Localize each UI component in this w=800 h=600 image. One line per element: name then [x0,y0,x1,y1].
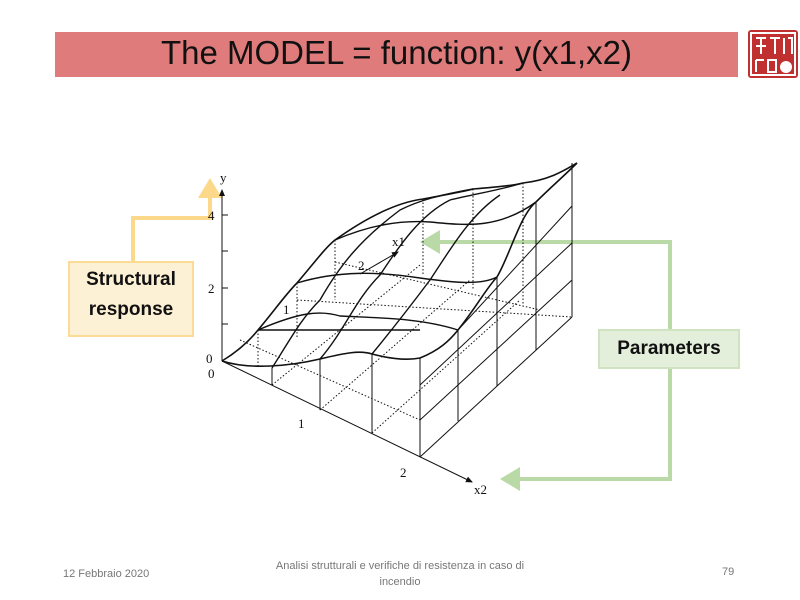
title-bar: The MODEL = function: y(x1,x2) [55,32,738,77]
parameters-connector-x1 [420,230,672,329]
seal-icon [750,32,796,76]
footer-title: Analisi strutturali e verifiche di resis… [275,560,525,588]
x1-tick-0: 0 [208,366,215,381]
parameters-callout: Parameters [598,329,740,369]
x2-axis [221,360,473,483]
parameters-connector-x2 [500,369,672,491]
structural-response-callout: Structural response [68,261,194,337]
y-axis-label: y [220,170,227,185]
y-tick-2: 2 [208,281,215,296]
x1-axis [359,251,399,275]
x1-axis-label: x1 [392,234,405,249]
page-number: 79 [722,566,735,578]
x1-tick-1: 1 [283,302,290,317]
footer-date: 12 Febbraio 2020 [63,568,150,580]
y-tick-4: 4 [208,208,215,223]
x2-tick-1: 1 [298,416,305,431]
y-tick-0: 0 [206,351,213,366]
x1-tick-2: 2 [358,258,365,273]
slide-title: The MODEL = function: y(x1,x2) [160,34,633,71]
structural-connector [131,178,222,261]
x2-tick-2: 2 [400,465,407,480]
seal-logo [748,30,798,78]
x2-axis-label: x2 [474,482,487,497]
